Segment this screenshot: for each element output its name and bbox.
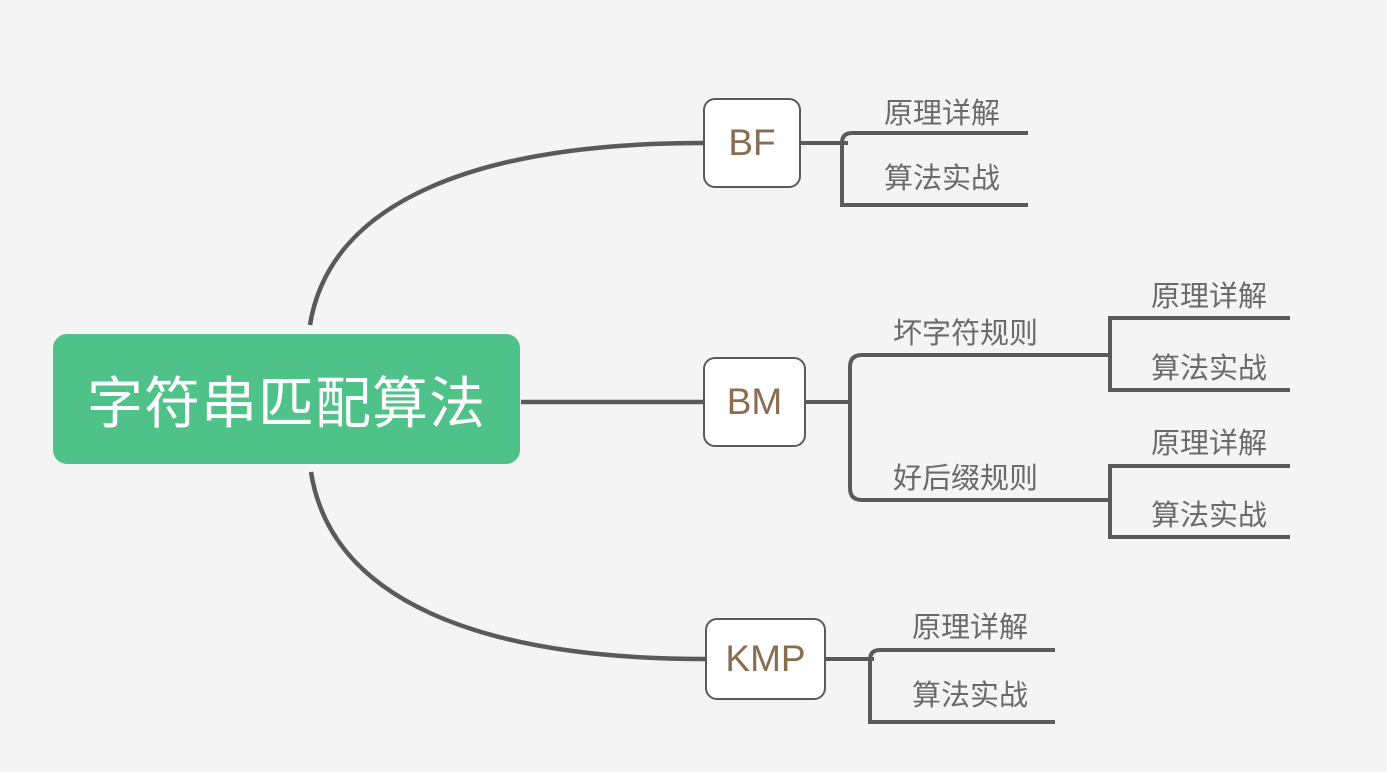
branch-node-kmp-label: KMP	[725, 638, 806, 679]
root-node-label: 字符串匹配算法	[87, 371, 486, 435]
sublabel-bm-good-suffix-rule[interactable]: 好后缀规则	[893, 463, 1039, 495]
edge-root-to-kmp	[308, 471, 706, 662]
sublabel-bm-bad-character-rule[interactable]: 坏字符规则	[893, 318, 1039, 350]
branch-node-bm-label: BM	[726, 381, 783, 422]
leaf-bm-goodsuffix-principle[interactable]: 原理详解	[1151, 428, 1268, 460]
branch-node-bf[interactable]: BF	[703, 98, 801, 188]
leaf-bm-goodsuffix-practice[interactable]: 算法实战	[1151, 500, 1268, 532]
branch-node-bf-label: BF	[728, 122, 776, 163]
leaf-bm-badchar-principle[interactable]: 原理详解	[1151, 281, 1268, 313]
edge-root-to-bf	[307, 140, 704, 326]
branch-node-bm[interactable]: BM	[703, 357, 806, 447]
branch-node-kmp[interactable]: KMP	[705, 618, 826, 700]
leaf-bm-badchar-practice[interactable]: 算法实战	[1151, 353, 1268, 385]
leaf-kmp-principle[interactable]: 原理详解	[912, 612, 1029, 644]
leaf-bf-practice[interactable]: 算法实战	[884, 163, 1001, 195]
leaf-kmp-practice[interactable]: 算法实战	[912, 680, 1029, 712]
root-node[interactable]: 字符串匹配算法	[53, 334, 520, 464]
leaf-bf-principle[interactable]: 原理详解	[884, 98, 1001, 130]
